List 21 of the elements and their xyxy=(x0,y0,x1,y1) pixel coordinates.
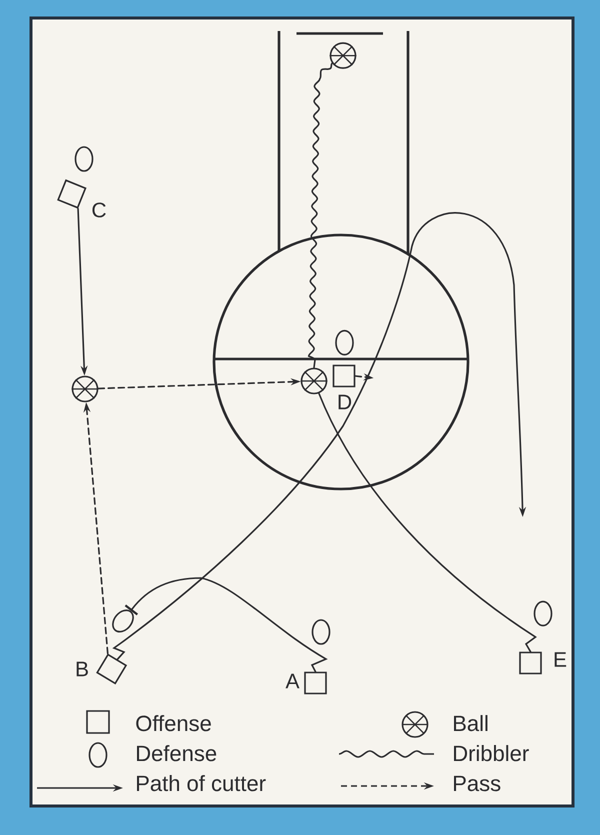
player-label: D xyxy=(338,394,352,410)
player-square xyxy=(304,672,327,694)
legend-label: Dribbler xyxy=(454,745,529,762)
screen-line xyxy=(124,577,327,672)
legend-label: Offense xyxy=(136,715,211,732)
legend-label: Ball xyxy=(454,715,488,732)
player-label: E xyxy=(554,652,566,667)
ball-symbol xyxy=(71,376,99,402)
ball-symbol xyxy=(329,42,357,69)
player-square xyxy=(519,652,542,674)
legend-label: Defense xyxy=(137,745,216,762)
legend-label: Pass xyxy=(454,776,500,792)
legend-label: Path of cutter xyxy=(137,775,266,792)
player-label: A xyxy=(286,674,300,688)
player-square xyxy=(332,364,356,388)
player-label: B xyxy=(76,662,88,676)
dribble-line xyxy=(308,62,333,368)
ball-symbol xyxy=(300,368,328,394)
path-line xyxy=(318,392,536,652)
player-label: C xyxy=(92,202,106,218)
cut-path-arrow xyxy=(113,212,526,660)
